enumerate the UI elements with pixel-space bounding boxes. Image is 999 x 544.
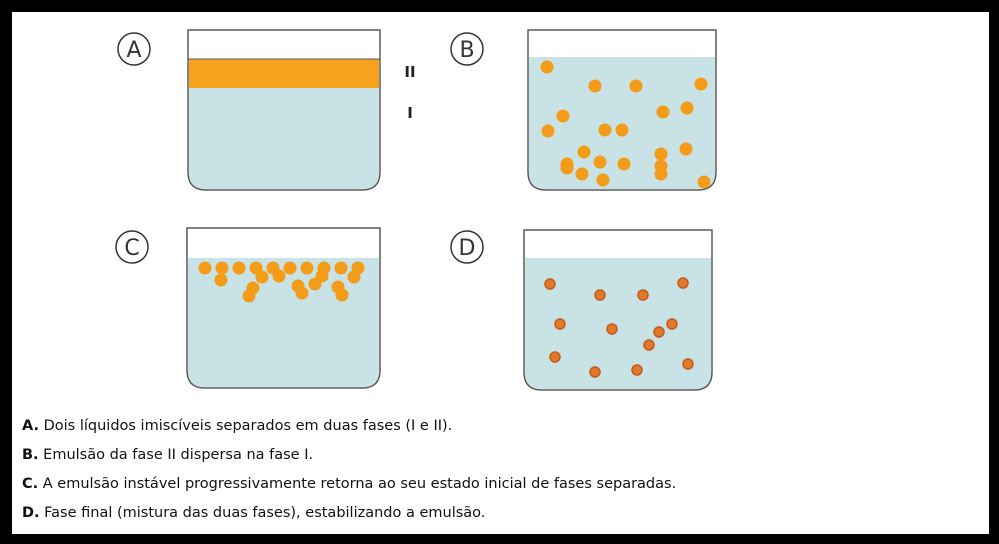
droplet [232,261,246,275]
droplet [594,289,606,301]
droplet [637,289,649,301]
droplet [598,123,612,137]
caption-b-text: Emulsão da fase II dispersa na fase I. [38,447,314,463]
droplet [629,79,643,93]
droplet [540,60,554,74]
droplet [596,173,610,187]
caption-d: D. Fase final (mistura das duas fases), … [22,499,676,528]
droplet [308,277,322,291]
droplet [593,155,607,169]
caption-a-letter: A. [22,418,39,434]
panel-a: A II I [117,29,416,191]
droplet [549,351,561,363]
figure-frame: A II I B C D [10,10,991,536]
droplet [335,288,349,302]
panel-b-letter-circle [450,32,484,66]
droplet [295,286,309,300]
caption-a-text: Dois líquidos imiscíveis separados em du… [39,418,453,434]
phase-i-label: I [407,104,413,122]
panel-d-letter: D [459,236,476,261]
caption-d-letter: D. [22,505,40,521]
droplet [541,124,555,138]
droplet [606,323,618,335]
droplet [575,167,589,181]
phase-i-layer [189,88,379,189]
droplet [682,358,694,370]
droplet [588,79,602,93]
droplet [653,326,665,338]
droplet [334,261,348,275]
panel-b: B [450,29,717,191]
caption-list: A. Dois líquidos imiscíveis separados em… [22,412,676,528]
panel-a-letter-circle [117,32,151,66]
droplet [556,109,570,123]
droplet [643,339,655,351]
caption-c: C. A emulsão instável progressivamente r… [22,470,676,499]
droplet [554,318,566,330]
droplet [617,157,631,171]
caption-c-text: A emulsão instável progressivamente reto… [38,476,677,492]
droplets-d [544,277,694,378]
caption-b: B. Emulsão da fase II dispersa na fase I… [22,441,676,470]
panel-d: D [450,229,713,391]
droplet [654,167,668,181]
droplet [666,318,678,330]
droplet [589,366,601,378]
droplet [679,142,693,156]
droplet [654,147,668,161]
panel-c-letter-circle [115,230,149,264]
droplet [255,270,269,284]
droplet [544,278,556,290]
panel-c-letter: C [124,236,139,261]
droplets-b [540,60,711,189]
droplets-c [198,261,365,303]
droplet [242,289,256,303]
panel-a-letter: A [126,38,141,63]
caption-a: A. Dois líquidos imiscíveis separados em… [22,412,676,441]
phase-ii-layer [189,59,379,88]
droplet [677,277,689,289]
panel-d-letter-circle [450,230,484,264]
droplet [300,261,314,275]
panel-b-letter: B [459,38,474,63]
panel-c: C [115,227,381,389]
beaker-d-liquid [525,258,711,389]
caption-d-text: Fase final (mistura das duas fases), est… [39,505,486,521]
droplet [697,175,711,189]
droplet [615,123,629,137]
caption-c-letter: C. [22,476,39,492]
droplet [214,273,228,287]
droplet [694,77,708,91]
droplet [631,364,643,376]
phase-ii-label: II [404,63,415,81]
droplet [215,261,229,275]
droplet [577,145,591,159]
droplet [347,270,361,284]
emulsion-diagram: A II I B C D [115,29,717,391]
droplet [656,105,670,119]
caption-b-letter: B. [22,447,39,463]
beaker-b-liquid [529,57,715,189]
droplet [272,269,286,283]
droplet [680,101,694,115]
droplet [283,261,297,275]
droplet [560,161,574,175]
beaker-c-liquid [188,258,379,387]
droplet [198,261,212,275]
